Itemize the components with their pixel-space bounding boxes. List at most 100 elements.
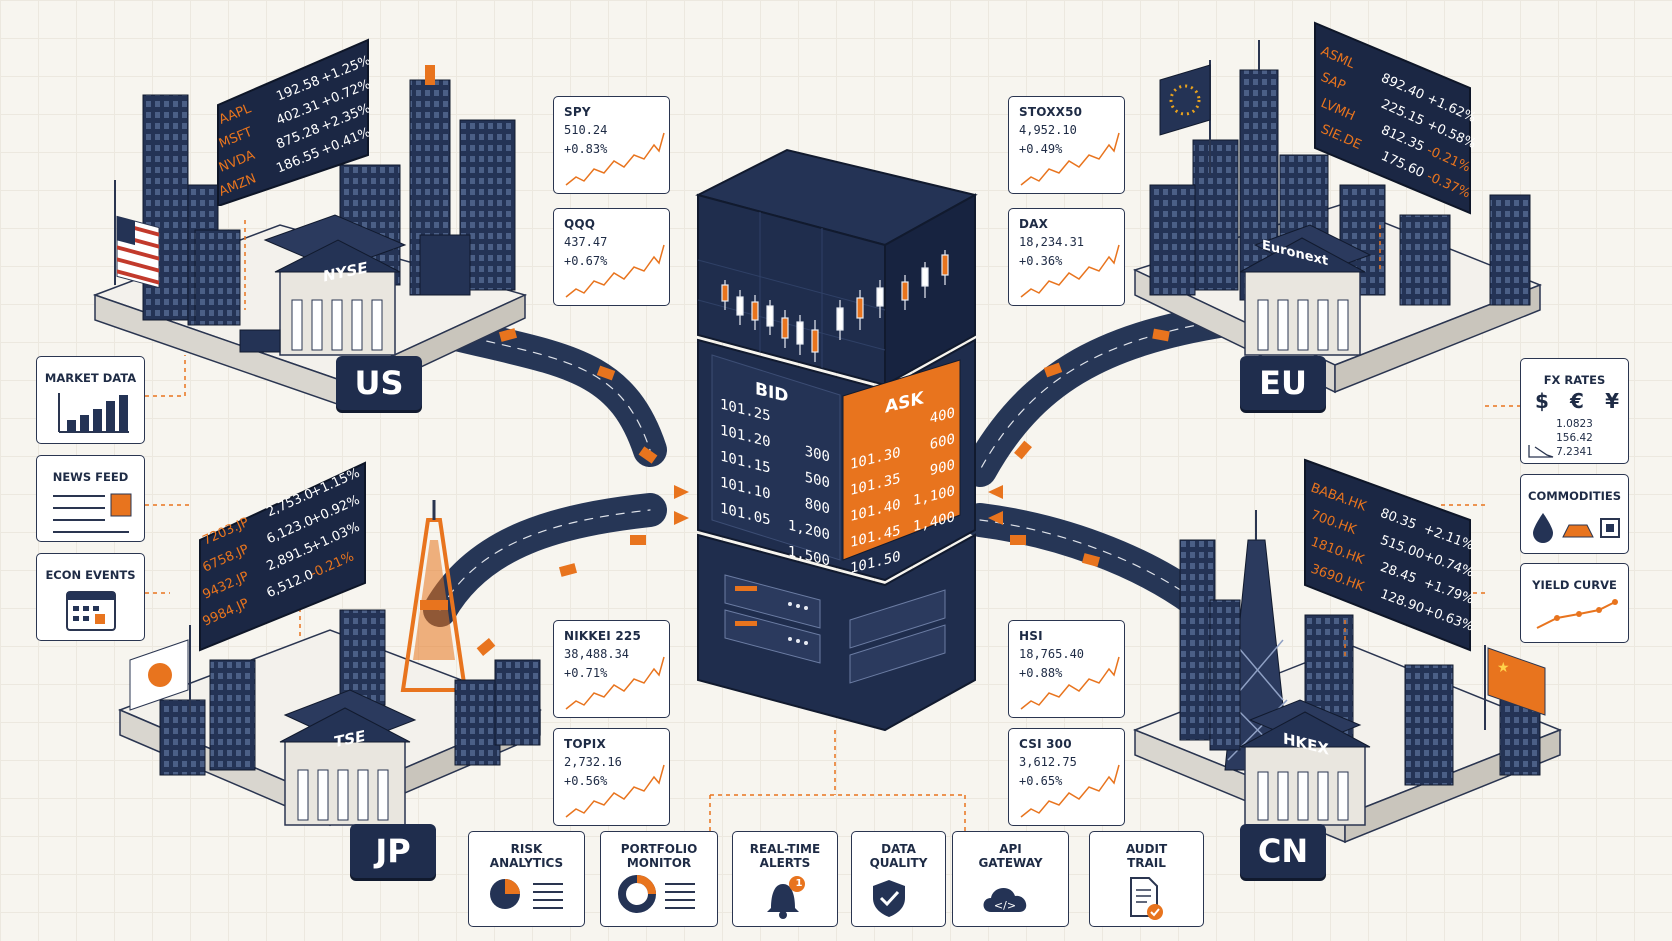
cn-city: ★ xyxy=(1132,510,1563,844)
index-card[interactable]: NIKKEI 225 38,488.34 +0.71% xyxy=(553,620,670,718)
bar-chart-icon xyxy=(58,393,129,433)
shield-check-icon xyxy=(872,880,905,917)
index-change: +0.65% xyxy=(1019,774,1063,788)
real-time-alerts-label: REAL-TIME ALERTS xyxy=(749,842,821,870)
econ-events-card[interactable]: ECON EVENTS xyxy=(36,553,145,641)
market-data-card[interactable]: MARKET DATA xyxy=(36,356,145,444)
document-check-icon xyxy=(1129,877,1163,920)
japan-flag-icon xyxy=(129,639,189,711)
jp-city xyxy=(118,500,542,827)
index-card[interactable]: QQQ 437.47 +0.67% xyxy=(553,208,670,306)
index-value: 18,765.40 xyxy=(1019,647,1085,661)
market-data-label: MARKET DATA xyxy=(44,371,137,385)
index-change: +0.36% xyxy=(1019,254,1063,268)
china-flag-icon: ★ xyxy=(1487,647,1546,716)
portfolio-monitor-card[interactable]: PORTFOLIO MONITOR xyxy=(600,831,718,927)
yield-curve-card[interactable]: YIELD CURVE xyxy=(1520,563,1629,643)
index-value: 437.47 xyxy=(564,235,608,249)
connector-arrows xyxy=(674,485,1003,525)
index-card[interactable]: DAX 18,234.31 +0.36% xyxy=(1008,208,1125,306)
sparkline-icon xyxy=(1020,764,1120,818)
index-name: NIKKEI 225 xyxy=(564,629,641,643)
index-value: 3,612.75 xyxy=(1019,755,1077,769)
risk-analytics-label: RISK ANALYTICS xyxy=(489,842,564,870)
region-badge-jp: JP xyxy=(350,824,436,878)
risk-analytics-card[interactable]: RISK ANALYTICS xyxy=(468,831,585,927)
eu-ticker-svg: ASML892.40+1.62%SAP225.15+0.58%LVMH812.3… xyxy=(1314,21,1478,215)
index-change: +0.71% xyxy=(564,666,608,680)
econ-events-label: ECON EVENTS xyxy=(45,568,136,582)
donut-chart-icon xyxy=(618,875,695,913)
us-ticker-svg: AAPL192.58+1.25%MSFT402.31+0.72%NVDA875.… xyxy=(217,38,373,208)
newspaper-icon xyxy=(53,493,132,533)
yield-curve-line-icon xyxy=(1536,599,1618,629)
index-card[interactable]: STOXX50 4,952.10 +0.49% xyxy=(1008,96,1125,194)
svg-text:★: ★ xyxy=(1497,660,1510,676)
index-name: CSI 300 xyxy=(1019,737,1072,751)
eu-city xyxy=(1132,40,1543,394)
index-name: SPY xyxy=(564,105,591,119)
fx-rates-card[interactable]: FX RATES $ € ¥ 1.0823 156.42 7.2341 xyxy=(1520,358,1629,464)
alert-badge: 1 xyxy=(795,878,803,889)
index-name: HSI xyxy=(1019,629,1043,643)
fx-value-usd: 1.0823 xyxy=(1556,418,1593,430)
euro-icon: € xyxy=(1570,389,1584,413)
index-value: 38,488.34 xyxy=(564,647,630,661)
cn-ticker-svg: BABA.HK80.35+2.11%700.HK515.00+0.74%1810… xyxy=(1304,458,1476,652)
news-feed-card[interactable]: NEWS FEED xyxy=(36,455,145,542)
data-packets xyxy=(476,328,1170,656)
index-change: +0.83% xyxy=(564,142,608,156)
sparkline-icon xyxy=(565,656,665,710)
index-change: +0.67% xyxy=(564,254,608,268)
fx-values: 1.0823 156.42 7.2341 xyxy=(1521,417,1628,459)
index-value: 4,952.10 xyxy=(1019,123,1077,137)
audit-trail-label: AUDIT TRAIL xyxy=(1125,842,1168,870)
index-name: STOXX50 xyxy=(1019,105,1083,119)
index-card[interactable]: HSI 18,765.40 +0.88% xyxy=(1008,620,1125,718)
commodities-label: COMMODITIES xyxy=(1528,489,1621,503)
pie-chart-icon xyxy=(489,879,563,909)
commodities-card[interactable]: COMMODITIES xyxy=(1520,474,1629,554)
sparkline-icon xyxy=(565,764,665,818)
region-badge-cn: CN xyxy=(1240,824,1326,878)
sparkline-icon xyxy=(1020,656,1120,710)
bell-icon xyxy=(767,876,805,919)
server-rack-icon xyxy=(724,574,946,684)
index-card[interactable]: CSI 300 3,612.75 +0.65% xyxy=(1008,728,1125,826)
yield-curve-label: YIELD CURVE xyxy=(1532,578,1617,592)
candlestick-chart xyxy=(721,250,949,362)
data-quality-card[interactable]: DATA QUALITY xyxy=(851,831,946,927)
index-change: +0.88% xyxy=(1019,666,1063,680)
index-value: 510.24 xyxy=(564,123,608,137)
dollar-icon: $ xyxy=(1535,389,1549,413)
chip-icon xyxy=(1600,518,1620,538)
news-feed-label: NEWS FEED xyxy=(52,470,129,484)
index-value: 18,234.31 xyxy=(1019,235,1085,249)
calendar-icon xyxy=(66,591,116,631)
index-card[interactable]: SPY 510.24 +0.83% xyxy=(553,96,670,194)
api-gateway-card[interactable]: API GATEWAY </> xyxy=(952,831,1069,927)
commodities-icons xyxy=(1533,513,1620,543)
real-time-alerts-card[interactable]: REAL-TIME ALERTS 1 xyxy=(732,831,838,927)
index-name: QQQ xyxy=(564,217,596,231)
data-roads xyxy=(423,303,1242,627)
fx-rates-label: FX RATES xyxy=(1543,373,1606,387)
fx-symbols: $ € ¥ xyxy=(1535,389,1619,413)
index-change: +0.49% xyxy=(1019,142,1063,156)
index-name: TOPIX xyxy=(564,737,606,751)
region-badge-eu: EU xyxy=(1240,356,1326,410)
audit-trail-card[interactable]: AUDIT TRAIL xyxy=(1089,831,1204,927)
sparkline-icon xyxy=(565,132,665,186)
portfolio-monitor-label: PORTFOLIO MONITOR xyxy=(620,842,698,870)
index-value: 2,732.16 xyxy=(564,755,622,769)
index-name: DAX xyxy=(1019,217,1049,231)
svg-text:</>: </> xyxy=(993,899,1015,912)
us-flag-icon xyxy=(116,215,160,289)
data-quality-label: DATA QUALITY xyxy=(869,842,928,870)
api-gateway-label: API GATEWAY xyxy=(978,842,1043,870)
central-data-tower xyxy=(695,148,978,732)
mini-trend-icon xyxy=(1528,445,1554,458)
